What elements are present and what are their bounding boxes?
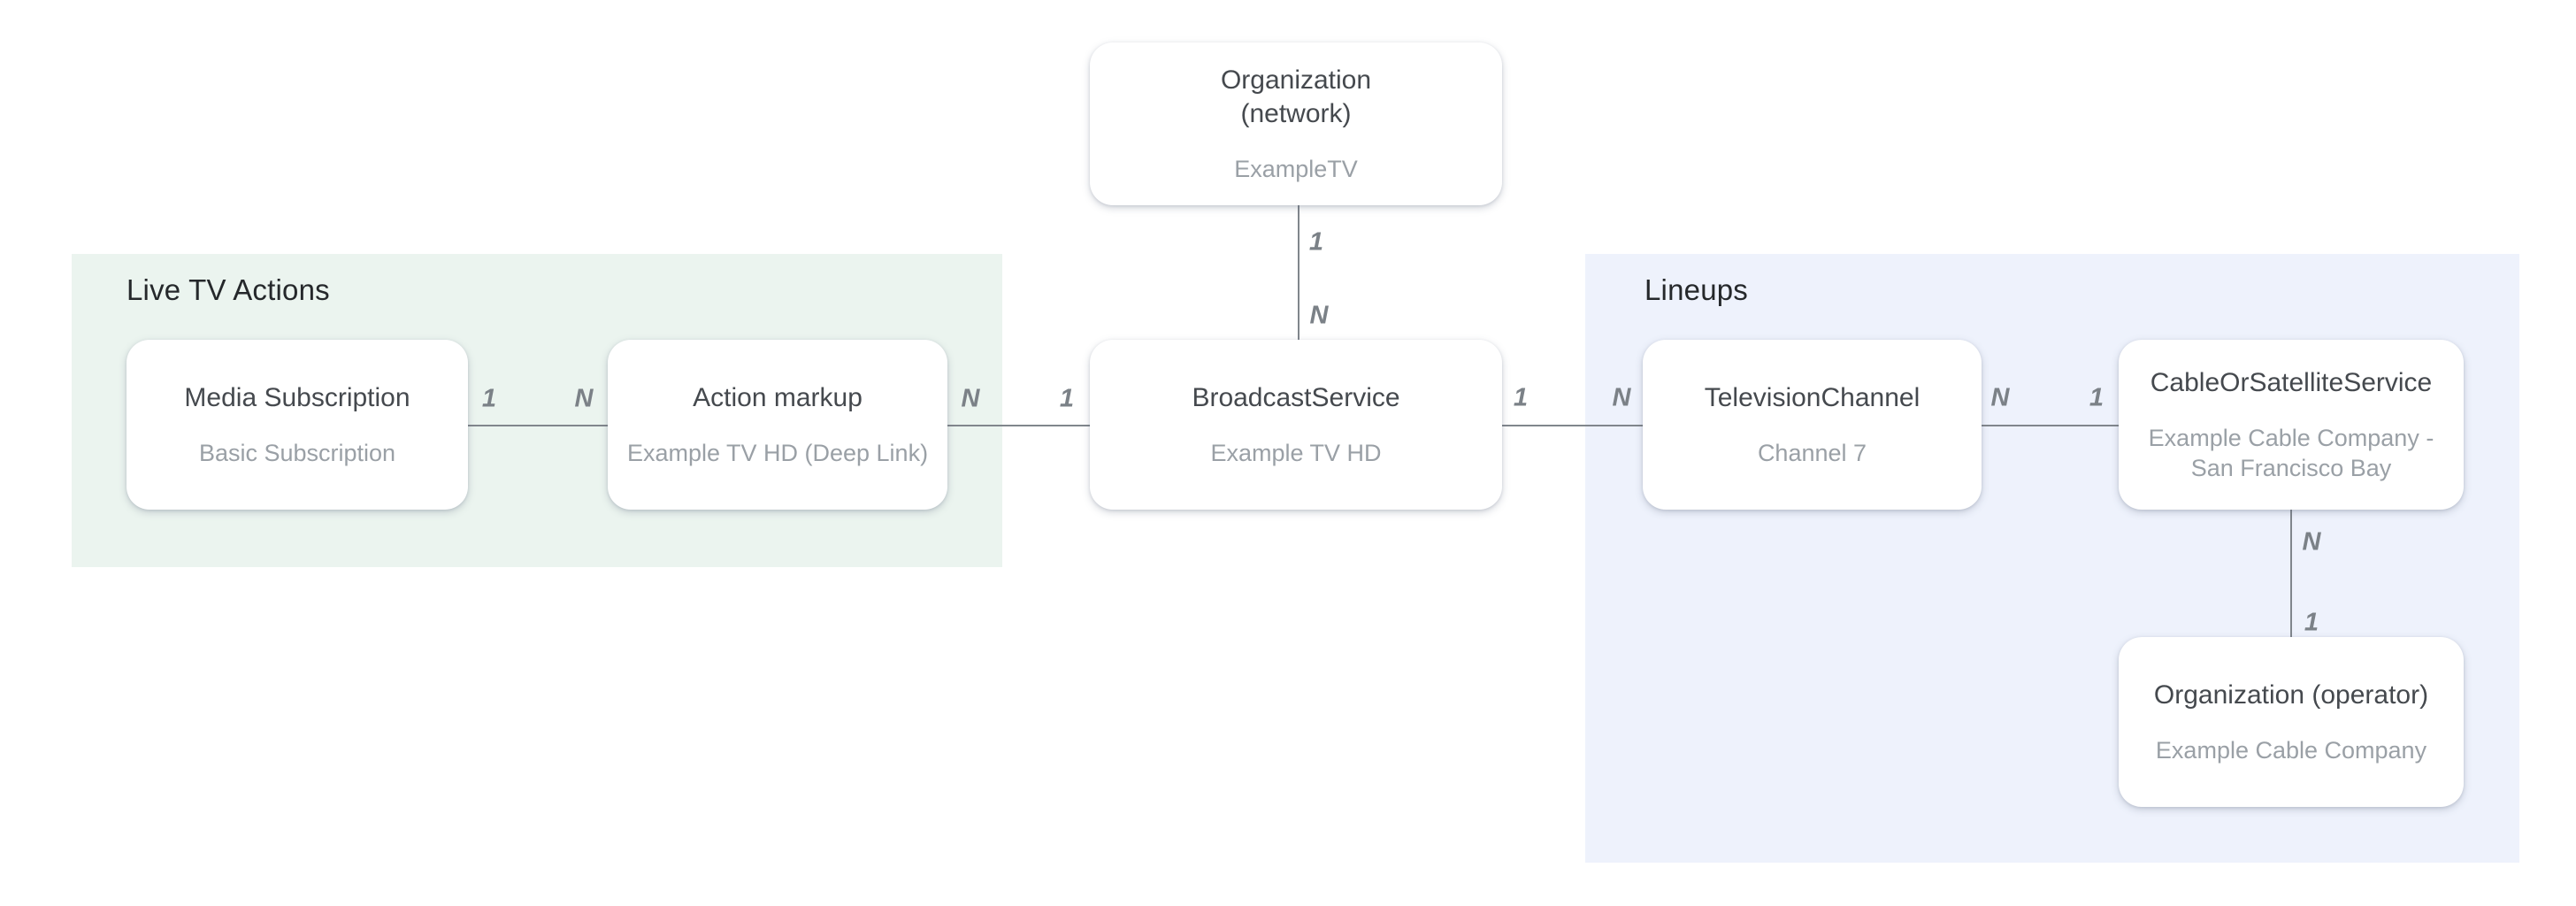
node-subtitle-media-subscription: Basic Subscription [198, 440, 396, 466]
section-title-lineups: Lineups [1644, 273, 1748, 306]
section-title-live-tv-actions: Live TV Actions [126, 273, 330, 306]
connector-channel-to-cable [1982, 425, 2119, 426]
cardinality-broadcast-side-top: N [1309, 301, 1329, 330]
connector-network-to-broadcast [1298, 205, 1300, 340]
node-cable-or-satellite-service: CableOrSatelliteService Example Cable Co… [2119, 340, 2464, 510]
node-subtitle-broadcast-service: Example TV HD [1210, 440, 1382, 466]
node-title-action-markup: Action markup [693, 383, 862, 412]
connector-cable-to-operator [2290, 510, 2292, 637]
node-subtitle-cable-or-satellite-service: Example Cable Company - San Francisco Ba… [2148, 425, 2434, 481]
node-organization-operator: Organization (operator) Example Cable Co… [2119, 637, 2464, 807]
node-title-organization-network: Organization (network) [1220, 65, 1372, 128]
cardinality-channel-side-right: N [1990, 383, 2010, 412]
cardinality-media-side: 1 [481, 384, 497, 413]
node-title-broadcast-service: BroadcastService [1192, 383, 1400, 412]
cardinality-operator-side: 1 [2304, 608, 2319, 637]
node-television-channel: TelevisionChannel Channel 7 [1643, 340, 1982, 510]
node-title-television-channel: TelevisionChannel [1704, 383, 1920, 412]
cardinality-channel-side-left: N [1612, 383, 1631, 412]
cardinality-cable-side-bottom: N [2302, 527, 2321, 557]
cardinality-broadcast-side-left: 1 [1059, 384, 1075, 413]
connector-broadcast-to-channel [1502, 425, 1643, 426]
node-subtitle-organization-network: ExampleTV [1234, 156, 1358, 182]
node-subtitle-television-channel: Channel 7 [1757, 440, 1867, 466]
node-subtitle-organization-operator: Example Cable Company [2155, 737, 2427, 764]
node-title-cable-or-satellite-service: CableOrSatelliteService [2150, 368, 2433, 397]
node-broadcast-service: BroadcastService Example TV HD [1090, 340, 1502, 510]
node-action-markup: Action markup Example TV HD (Deep Link) [608, 340, 947, 510]
node-media-subscription: Media Subscription Basic Subscription [126, 340, 468, 510]
cardinality-cable-side-left: 1 [2089, 383, 2104, 412]
cardinality-action-side-right: N [961, 384, 980, 413]
node-title-organization-operator: Organization (operator) [2153, 680, 2429, 710]
node-subtitle-action-markup: Example TV HD (Deep Link) [626, 440, 929, 466]
cardinality-broadcast-side-right: 1 [1513, 383, 1529, 412]
node-organization-network: Organization (network) ExampleTV [1090, 42, 1502, 205]
cardinality-network-side: 1 [1308, 227, 1324, 257]
connector-media-to-action [468, 425, 608, 426]
cardinality-action-side-left: N [574, 384, 594, 413]
connector-action-to-broadcast [947, 425, 1090, 426]
node-title-media-subscription: Media Subscription [184, 383, 410, 412]
